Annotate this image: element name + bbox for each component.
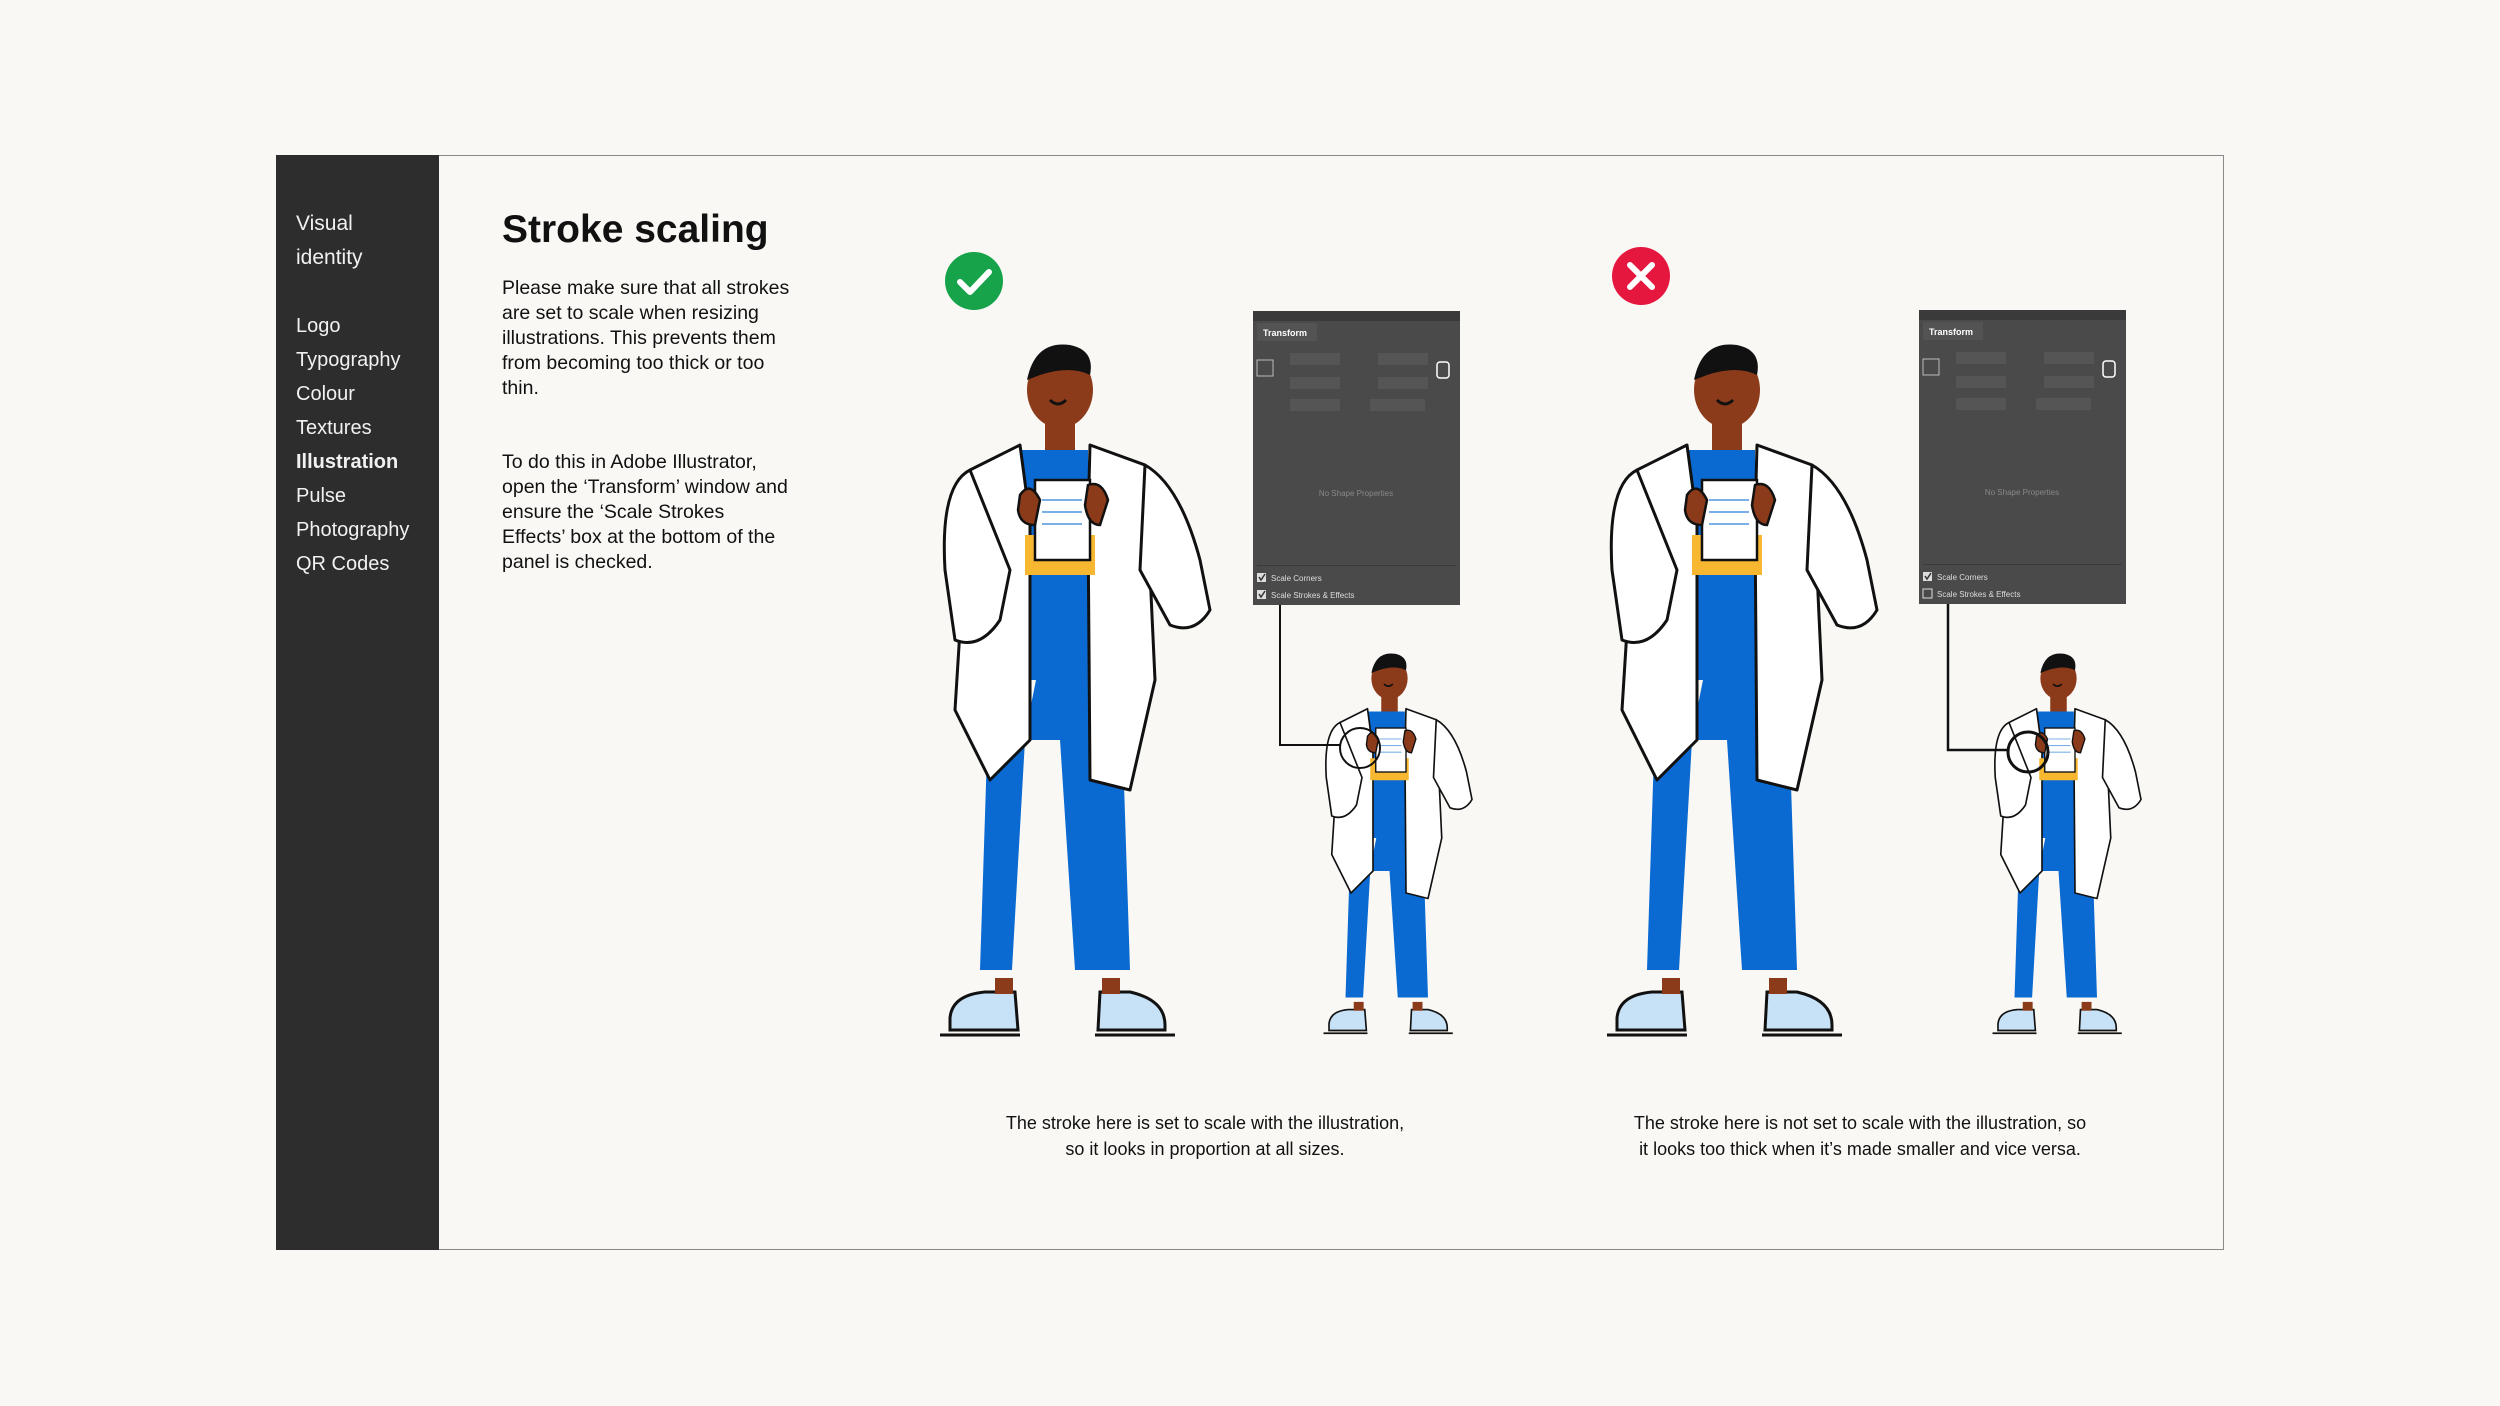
- sidebar-item-typography[interactable]: Typography: [296, 349, 401, 371]
- cross-icon: [1612, 247, 1670, 305]
- large-doctor-illustration-2: [1605, 342, 1879, 1037]
- incorrect-caption-line-2: it looks too thick when it’s made smalle…: [1639, 1139, 2081, 1159]
- sidebar-item-illustration[interactable]: Illustration: [296, 451, 399, 473]
- incorrect-example: Transform No Shape Properties Scale Corn…: [1605, 247, 2142, 1037]
- sidebar: Visual identity Logo Typography Colour T…: [276, 155, 439, 1250]
- correct-caption-line-1: The stroke here is set to scale with the…: [1005, 1113, 1405, 1133]
- incorrect-caption: The stroke here is not set to scale with…: [1580, 1110, 2140, 1162]
- scale-strokes-checkbox-2[interactable]: [1922, 588, 1933, 599]
- scale-strokes-label-2: Scale Strokes & Effects: [1937, 590, 2020, 599]
- scale-corners-label-2: Scale Corners: [1937, 573, 1988, 582]
- scale-strokes-label: Scale Strokes & Effects: [1271, 591, 1354, 600]
- panel-title-2: Transform: [1929, 327, 1973, 337]
- sidebar-item-colour[interactable]: Colour: [296, 383, 355, 405]
- instructions-paragraph: To do this in Adobe Illustrator, open th…: [502, 451, 788, 573]
- sidebar-item-textures[interactable]: Textures: [296, 417, 372, 439]
- content-frame: [276, 155, 2224, 1250]
- sidebar-item-logo[interactable]: Logo: [296, 315, 341, 337]
- sidebar-nav: Logo Typography Colour Textures Illustra…: [296, 309, 409, 581]
- transform-panel: Transform No Shape Properties Scale Corn…: [1253, 311, 1460, 605]
- large-doctor-illustration: [938, 342, 1212, 1037]
- panel-title: Transform: [1263, 328, 1307, 338]
- small-doctor-illustration: [1322, 652, 1473, 1035]
- incorrect-caption-line-1: The stroke here is not set to scale with…: [1633, 1113, 2087, 1133]
- transform-panel-2: Transform No Shape Properties Scale Corn…: [1919, 310, 2126, 604]
- scale-strokes-checkbox[interactable]: [1257, 590, 1266, 599]
- sidebar-item-qr-codes[interactable]: QR Codes: [296, 553, 390, 575]
- correct-example: Transform No Shape Properties Scale Corn…: [938, 252, 1473, 1037]
- magnifier-circle-2: [2006, 730, 2050, 774]
- small-doctor-illustration-2: [1991, 652, 2142, 1035]
- sidebar-brand[interactable]: Visual identity: [296, 212, 363, 269]
- sidebar-item-photography[interactable]: Photography: [296, 519, 410, 541]
- correct-caption-line-2: so it looks in proportion at all sizes.: [1065, 1139, 1345, 1159]
- magnifier-circle: [1339, 727, 1381, 769]
- check-icon: [945, 252, 1003, 310]
- panel-empty-text: No Shape Properties: [1319, 489, 1393, 498]
- panel-empty-text-2: No Shape Properties: [1985, 488, 2059, 497]
- scale-corners-checkbox-2[interactable]: [1923, 572, 1932, 581]
- page-title: Stroke scaling: [502, 208, 769, 251]
- sidebar-item-pulse[interactable]: Pulse: [296, 485, 347, 507]
- scale-corners-checkbox[interactable]: [1257, 573, 1266, 582]
- intro-paragraph: Please make sure that all strokes are se…: [502, 277, 790, 399]
- connector-line: [1279, 605, 1340, 746]
- correct-caption: The stroke here is set to scale with the…: [940, 1110, 1470, 1162]
- scale-corners-label: Scale Corners: [1271, 574, 1322, 583]
- connector-line-2: [1946, 604, 2008, 752]
